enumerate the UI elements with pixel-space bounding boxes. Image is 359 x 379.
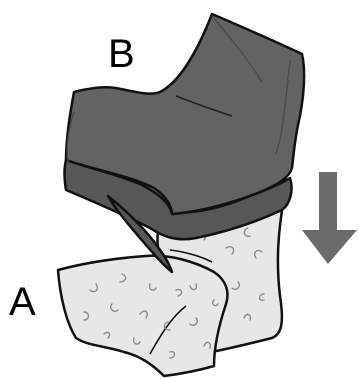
label-a: A xyxy=(9,282,36,322)
chair-a-seat xyxy=(58,256,228,376)
down-arrow-icon xyxy=(302,172,357,264)
label-b: B xyxy=(108,34,135,74)
